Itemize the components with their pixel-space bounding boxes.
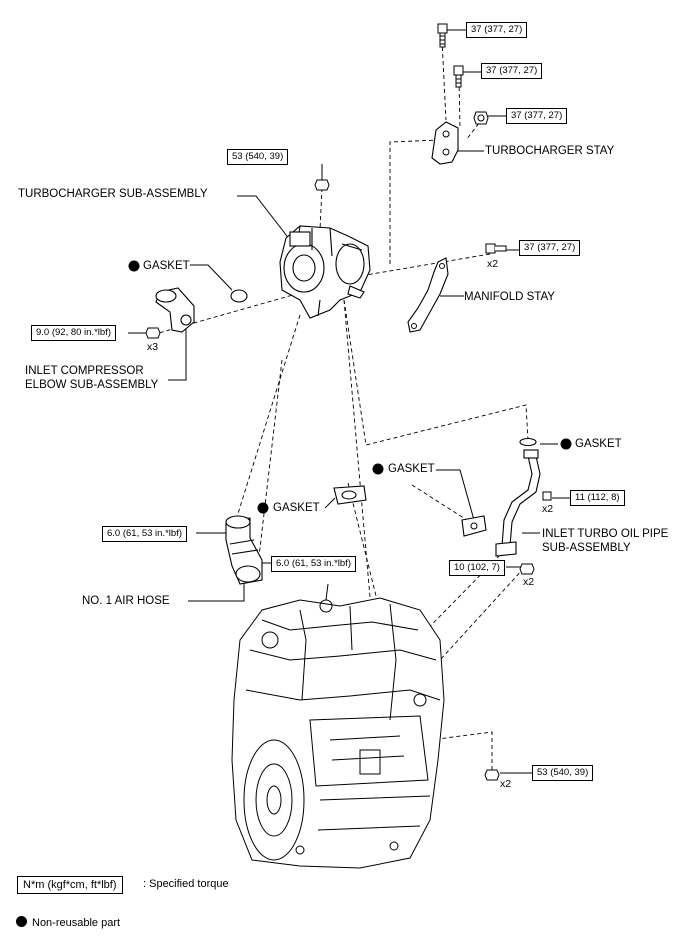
torque-hose-top: 6.0 (61, 53 in.*lbf) [102, 526, 187, 542]
qty-elbow-nut: x3 [147, 341, 159, 353]
elbow-nut [145, 327, 161, 339]
nonreusable-dot-gasket-oil-top [560, 438, 572, 450]
engine-block-part [231, 583, 445, 869]
nonreusable-dot-icon [16, 916, 27, 927]
leader-gasket-elbow [190, 264, 233, 291]
label-manifold-stay: MANIFOLD STAY [464, 291, 555, 303]
label-gasket-oil-flange: GASKET [388, 463, 435, 475]
leader-turbo-assembly [237, 195, 291, 241]
torque-elbow-nut: 9.0 (92, 80 in.*lbf) [31, 325, 116, 341]
leader-air-hose [188, 580, 245, 602]
manifold-stay-bolt [485, 243, 507, 254]
leader-gasket-turbo [324, 497, 336, 509]
qty-block-nut: x2 [500, 778, 512, 790]
label-inlet-turbo-oil-pipe-1: INLET TURBO OIL PIPE [542, 528, 669, 540]
torque-stay-nut: 37 (377, 27) [506, 108, 568, 124]
oil-pipe-nut [519, 563, 535, 575]
qty-oil-pipe-nut: x2 [523, 576, 535, 588]
torque-block-nut: 53 (540, 39) [532, 765, 594, 781]
torque-oil-pipe-nut: 10 (102, 7) [449, 560, 505, 576]
oil-pipe-bolt [542, 491, 552, 501]
nonreusable-dot-gasket-oil-flange [372, 463, 384, 475]
legend-unit-desc: : Specified torque [143, 878, 229, 890]
legend-non-reusable: Non-reusable part [16, 916, 120, 929]
label-gasket-turbo: GASKET [273, 502, 320, 514]
manifold-stay-part [407, 257, 449, 333]
stay-nut [473, 111, 489, 125]
label-gasket-oil-top: GASKET [575, 438, 622, 450]
oil-pipe-gasket-flange-part [461, 515, 487, 537]
inlet-compressor-elbow-part [155, 287, 195, 333]
elbow-gasket-part [230, 289, 248, 303]
legend-non-reusable-text: Non-reusable part [32, 917, 121, 929]
turbo-gasket-part [333, 485, 367, 505]
label-inlet-compressor-elbow-2: ELBOW SUB-ASSEMBLY [25, 379, 159, 391]
legend-unit-box: N*m (kgf*cm, ft*lbf) [17, 876, 123, 894]
nonreusable-dot-gasket-turbo [257, 502, 269, 514]
torque-hose-bottom: 6.0 (61, 53 in.*lbf) [271, 556, 356, 572]
label-gasket-elbow: GASKET [143, 260, 190, 272]
label-inlet-turbo-oil-pipe-2: SUB-ASSEMBLY [542, 542, 631, 554]
qty-oil-pipe-bolt: x2 [542, 503, 554, 515]
torque-stay-bolt-top: 37 (377, 27) [466, 22, 528, 38]
stay-bolt-mid [453, 65, 464, 88]
nonreusable-dot-gasket-elbow [128, 260, 140, 272]
no1-air-hose-part [225, 515, 263, 585]
block-nut [484, 769, 500, 781]
label-turbocharger-stay: TURBOCHARGER STAY [485, 145, 615, 157]
inlet-turbo-oil-pipe-part [495, 449, 541, 557]
torque-turbo-nut: 53 (540, 39) [227, 149, 289, 165]
stay-bolt-top [437, 23, 448, 48]
torque-stay-bolt-mid: 37 (377, 27) [481, 63, 543, 79]
leader-elbow [168, 320, 187, 381]
label-inlet-compressor-elbow-1: INLET COMPRESSOR [25, 365, 144, 377]
qty-manifold-stay-bolt: x2 [487, 258, 499, 270]
label-no1-air-hose: NO. 1 AIR HOSE [82, 595, 170, 607]
torque-manifold-stay-bolt: 37 (377, 27) [519, 240, 581, 256]
turbocharger-stay-part [431, 121, 459, 165]
turbo-nut [314, 179, 330, 191]
leader-gasket-oil-flange [436, 469, 475, 521]
torque-oil-pipe-bolt: 11 (112, 8) [570, 490, 625, 506]
oil-pipe-gasket-top-part [519, 437, 537, 447]
label-turbocharger-sub-assembly: TURBOCHARGER SUB-ASSEMBLY [18, 188, 208, 200]
turbocharger-part [279, 225, 371, 319]
